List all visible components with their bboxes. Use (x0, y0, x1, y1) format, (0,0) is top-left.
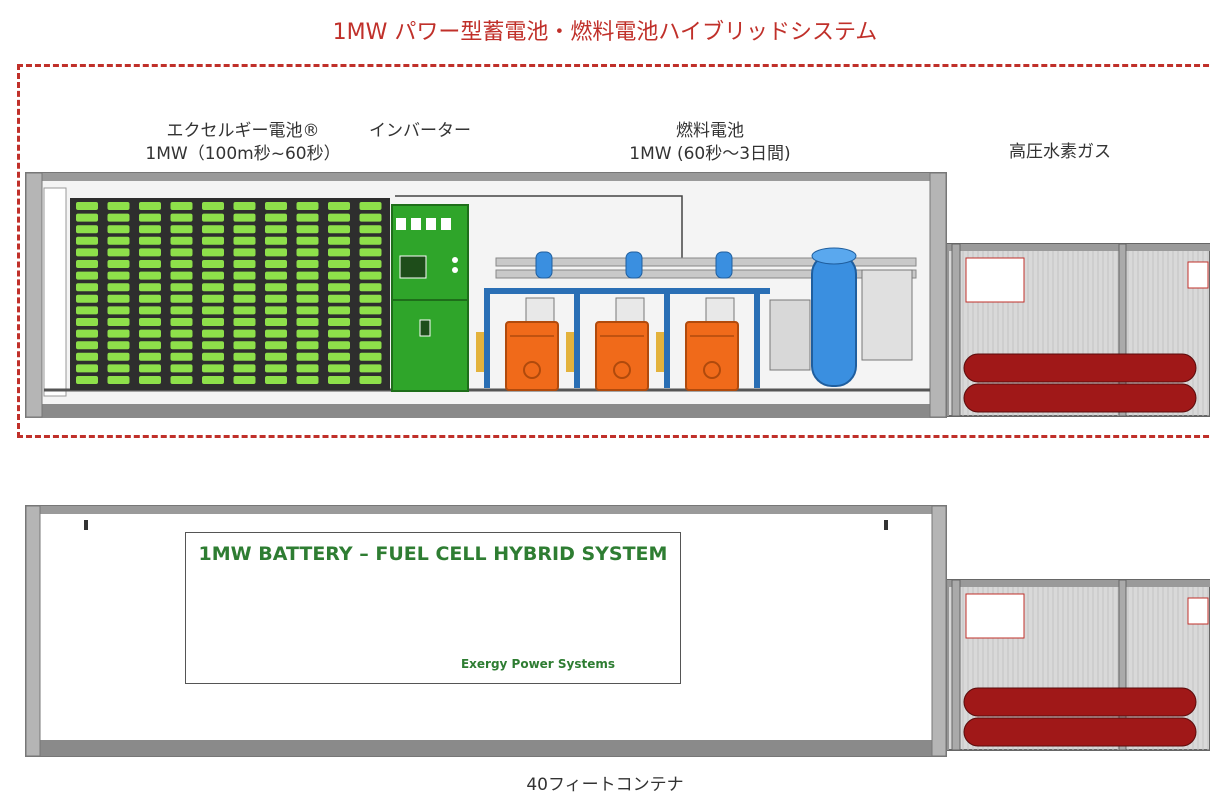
inverter-cabinet (391, 204, 469, 392)
battery-racks (70, 198, 390, 390)
fuel-cell-skid (476, 257, 917, 388)
fuel-cell-units (505, 251, 739, 391)
hydrogen-cage-top (947, 243, 1210, 417)
fuel-cell-label: 燃料電池 1MW (60秒～3日間) (590, 120, 830, 166)
battery-spec: 1MW（100m秒~60秒） (145, 144, 341, 164)
hydrogen-cage-bottom (947, 579, 1210, 751)
container-signboard: 1MW BATTERY – FUEL CELL HYBRID SYSTEM Ex… (185, 532, 681, 684)
fuel-cell-spec: 1MW (60秒～3日間) (629, 144, 791, 164)
fuel-cell-name: 燃料電池 (676, 121, 744, 141)
sign-company: Exergy Power Systems (460, 657, 616, 671)
sign-title: 1MW BATTERY – FUEL CELL HYBRID SYSTEM (198, 543, 668, 565)
system-boundary-dashed (17, 64, 1210, 438)
battery-label: エクセルギー電池® 1MW（100m秒~60秒） (128, 120, 358, 166)
container-caption: 40フィートコンテナ (526, 775, 684, 795)
diagram-title: 1MW パワー型蓄電池・燃料電池ハイブリッドシステム (332, 20, 878, 45)
buffer-tank (769, 247, 913, 387)
hydrogen-label: 高圧水素ガス (1009, 142, 1111, 162)
inverter-label: インバーター (369, 121, 471, 141)
battery-name: エクセルギー電池® (166, 121, 320, 141)
